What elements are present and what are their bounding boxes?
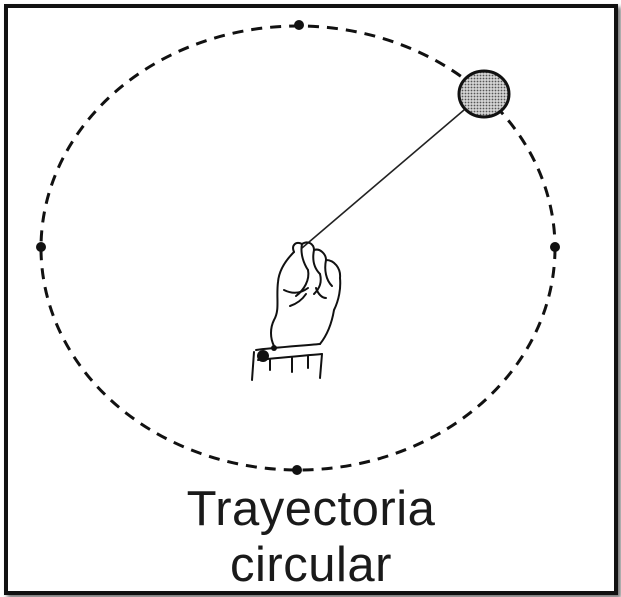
path-marker-bottom [292, 465, 302, 475]
path-marker-left [36, 242, 46, 252]
cuff-button [257, 350, 269, 362]
figure-frame: Trayectoria circular [4, 4, 618, 595]
string [302, 110, 464, 248]
path-marker-right [550, 242, 560, 252]
caption-line-1: Trayectoria [8, 482, 614, 536]
cuff-button-2 [271, 345, 277, 351]
path-marker-top [294, 20, 304, 30]
caption-line-2: circular [8, 538, 614, 592]
ball-icon [459, 71, 509, 117]
